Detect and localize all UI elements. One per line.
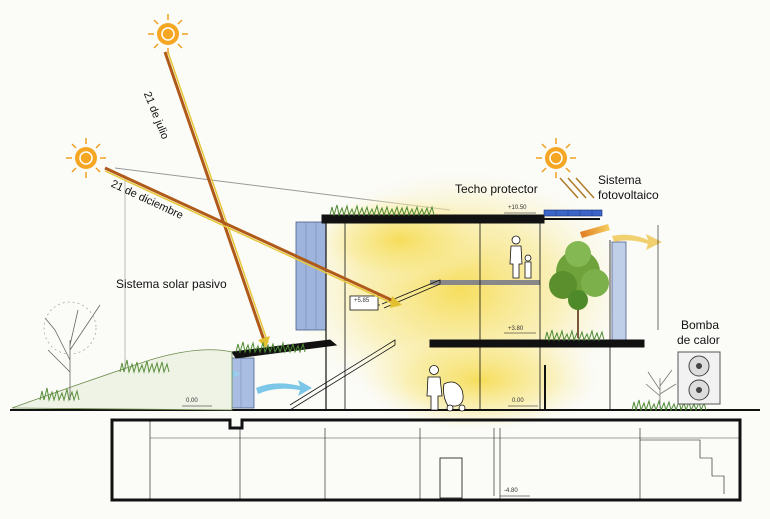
protective-roof-label: Techo protector [455, 182, 538, 196]
building-structure [10, 214, 760, 502]
roof-slab [321, 214, 545, 224]
pv-rays [559, 177, 595, 199]
right-glazing [611, 241, 627, 343]
ground-level-right: 0.00 [512, 398, 524, 404]
roof-level: +10.50 [508, 205, 527, 211]
level-markers [182, 212, 659, 497]
basement-level: -4.80 [504, 488, 518, 494]
shrub-right [645, 369, 677, 408]
sun-icon [66, 138, 106, 178]
sun-icon [536, 138, 576, 178]
passive-solar-label: Sistema solar pasivo [116, 277, 227, 291]
first-level: +3.80 [508, 326, 524, 332]
pv-panel [543, 209, 603, 217]
person-icon [509, 235, 532, 279]
pv-label-line1: Sistema [598, 173, 642, 187]
sun-icon [148, 14, 188, 54]
shrub-left [43, 301, 101, 400]
warm-air-arrow [580, 224, 610, 238]
warm-air-out-arrow [612, 234, 662, 250]
heat-pump-label-line1: Bomba [681, 318, 720, 332]
window-box [349, 295, 379, 311]
hillside-grass [39, 359, 170, 402]
cool-air-arrow-inner [256, 380, 312, 396]
heat-pump-icon [677, 351, 721, 405]
tree-icon [549, 241, 609, 338]
ground-level-left: 0.00 [186, 398, 198, 404]
solar-rays [104, 51, 595, 348]
hillside [11, 349, 233, 411]
mid-level: +5.85 [354, 298, 370, 304]
july-ray [163, 51, 267, 344]
heat-pump-label-line2: de calor [677, 333, 720, 347]
upper-left-glazing [295, 221, 327, 331]
first-floor-slab [429, 339, 645, 348]
person-icon [426, 365, 466, 412]
december-ray [104, 166, 399, 305]
pv-label-line2: fotovoltaico [598, 188, 659, 202]
basement [110, 418, 742, 502]
